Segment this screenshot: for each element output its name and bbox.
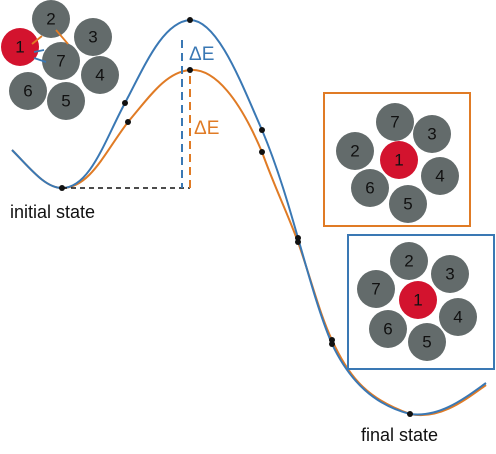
atom-5-label: 5: [61, 92, 70, 111]
atom-7-label: 7: [390, 113, 399, 132]
atom-7: [357, 270, 395, 308]
atom-1: [399, 281, 437, 319]
initial-state-label: initial state: [10, 202, 95, 222]
point-orange-fall-2: [295, 239, 301, 245]
point-blue-fall-1: [259, 127, 265, 133]
atom-5-label: 5: [403, 195, 412, 214]
atom-4: [421, 157, 459, 195]
atom-5: [47, 82, 85, 120]
atom-4-label: 4: [435, 167, 444, 186]
point-blue-fall-3: [329, 341, 335, 347]
point-orange-peak: [187, 67, 193, 73]
atom-2: [32, 0, 70, 38]
curve-points: [59, 17, 413, 417]
atom-4: [439, 298, 477, 336]
atom-6-label: 6: [23, 82, 32, 101]
final-state-label: final state: [361, 425, 438, 445]
atom-1: [1, 28, 39, 66]
point-orange-fall-1: [259, 149, 265, 155]
atom-6-label: 6: [365, 179, 374, 198]
atom-5: [408, 323, 446, 361]
atom-7-label: 7: [371, 280, 380, 299]
atom-7: [376, 103, 414, 141]
atom-2: [336, 132, 374, 170]
atom-1: [380, 141, 418, 179]
atom-2-label: 2: [46, 10, 55, 29]
atom-3-label: 3: [88, 28, 97, 47]
atom-3-label: 3: [427, 125, 436, 144]
atom-7-label: 7: [56, 52, 65, 71]
point-blue-peak: [187, 17, 193, 23]
atom-4-label: 4: [95, 66, 104, 85]
orange-pathway-box: 7 3 4 5 6 2 1: [323, 92, 471, 227]
atom-1-label: 1: [15, 38, 24, 57]
migration-arrow-blue-2: [33, 49, 45, 53]
atom-1-label: 1: [413, 291, 422, 310]
atom-6-label: 6: [383, 320, 392, 339]
delta-e-blue-label: ΔE: [189, 44, 214, 65]
migration-arrow-blue: [33, 57, 47, 63]
atom-3: [431, 255, 469, 293]
initial-cluster: 2 3 4 5 6 7 1: [1, 0, 119, 120]
atom-3: [413, 115, 451, 153]
blue-pathway-box: 2 3 4 5 6 7 1: [347, 234, 495, 370]
atom-2: [390, 242, 428, 280]
atom-6: [9, 72, 47, 110]
atom-5-label: 5: [422, 333, 431, 352]
point-blue-rise: [122, 100, 128, 106]
point-orange-rise: [125, 119, 131, 125]
atom-4-label: 4: [453, 308, 462, 327]
atom-6: [351, 169, 389, 207]
atom-3-label: 3: [445, 265, 454, 284]
point-final: [407, 411, 413, 417]
atom-4: [81, 56, 119, 94]
atom-7: [42, 42, 80, 80]
atom-5: [389, 185, 427, 223]
migration-arrow-orange: [31, 35, 43, 45]
atom-2-label: 2: [350, 142, 359, 161]
delta-e-orange-label: ΔE: [194, 118, 219, 139]
atom-3: [74, 18, 112, 56]
migration-arrow-orange-2: [55, 29, 69, 45]
atom-6: [369, 310, 407, 348]
atom-2-label: 2: [404, 252, 413, 271]
atom-1-label: 1: [394, 151, 403, 170]
